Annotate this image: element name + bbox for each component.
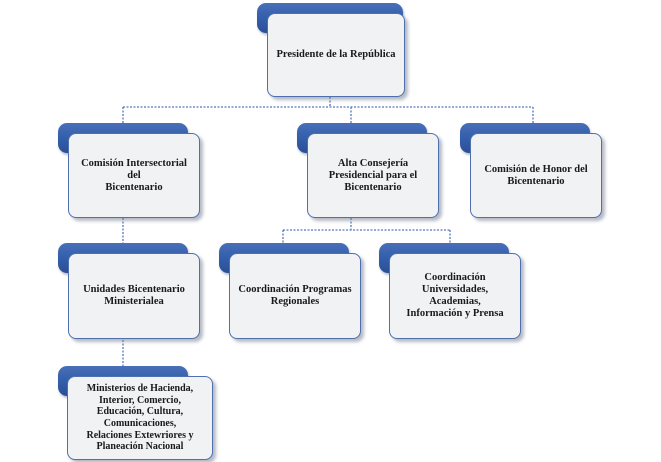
node-presidente-label: Presidente de la República bbox=[276, 49, 396, 60]
node-alta-consejeria: Alta Consejería Presidencial para el Bic… bbox=[297, 123, 442, 219]
node-ministerios-label: Ministerios de Hacienda, Interior, Comer… bbox=[86, 383, 194, 453]
node-unidades-bicentenario: Unidades Bicentenario Ministerialea bbox=[58, 243, 203, 340]
node-presidente: Presidente de la República bbox=[257, 3, 407, 98]
node-coord-programas: Coordinación Programas Regionales bbox=[219, 243, 364, 340]
node-coord-universidades: Coordinación Universidades, Academias, I… bbox=[379, 243, 524, 340]
node-alta-consejeria-label: Alta Consejería Presidencial para el Bic… bbox=[328, 157, 418, 193]
node-comision-intersectorial: Comisión Intersectorial del Bicentenario bbox=[58, 123, 203, 219]
node-comision-honor-label: Comisión de Honor del Bicentenario bbox=[484, 163, 588, 187]
node-coord-programas-label: Coordinación Programas Regionales bbox=[238, 284, 352, 307]
node-ministerios: Ministerios de Hacienda, Interior, Comer… bbox=[58, 366, 214, 461]
node-comision-intersectorial-label: Comisión Intersectorial del Bicentenario bbox=[81, 157, 187, 193]
node-coord-universidades-label: Coordinación Universidades, Academias, I… bbox=[406, 272, 504, 319]
node-comision-honor: Comisión de Honor del Bicentenario bbox=[460, 123, 605, 219]
node-unidades-bicentenario-label: Unidades Bicentenario Ministerialea bbox=[83, 284, 185, 307]
